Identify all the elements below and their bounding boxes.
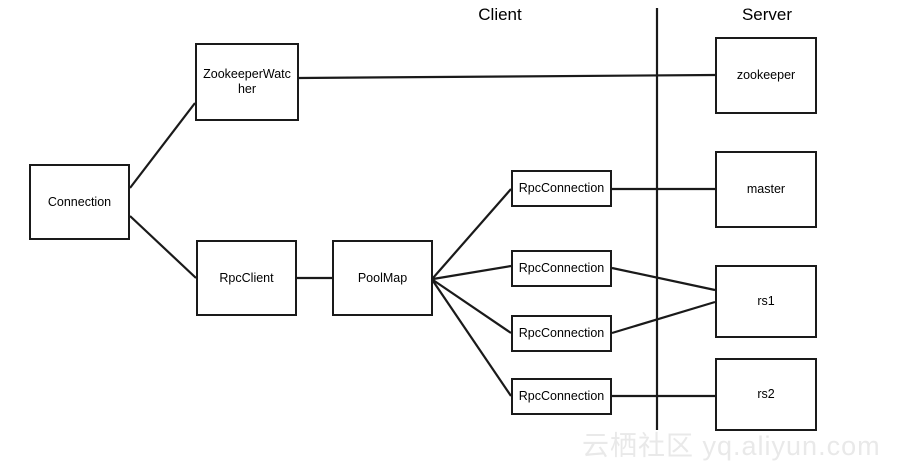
node-rpcconnection-4[interactable]: RpcConnection	[511, 378, 612, 415]
node-rpcconnection-1[interactable]: RpcConnection	[511, 170, 612, 207]
node-poolmap-label: PoolMap	[357, 270, 408, 285]
node-rpcconnection-3[interactable]: RpcConnection	[511, 315, 612, 352]
edge-poolmap-to-rpcconnection-1	[432, 188, 512, 279]
node-rs2-label: rs2	[757, 387, 775, 401]
node-rpcconnection-2[interactable]: RpcConnection	[511, 250, 612, 287]
edge-connection-to-zookeeperwatcher	[129, 102, 196, 189]
node-rs1-label: rs1	[757, 294, 775, 308]
edge-rpcconnection-2-to-rs1	[611, 266, 716, 292]
node-zookeeper[interactable]: zookeeper	[715, 37, 817, 114]
node-rpcconnection-3-label: RpcConnection	[518, 326, 605, 340]
node-zookeeperwatcher[interactable]: ZookeeperWatcher	[195, 43, 299, 121]
node-zookeeperwatcher-label: ZookeeperWatcher	[203, 67, 291, 96]
node-master[interactable]: master	[715, 151, 817, 228]
node-rpcconnection-2-label: RpcConnection	[518, 261, 605, 275]
edge-poolmap-to-rpcconnection-2	[432, 264, 512, 281]
edge-zookeeperwatcher-to-zookeeper	[298, 73, 716, 80]
edge-connection-to-rpcclient	[129, 215, 197, 279]
node-rpcclient-label: RpcClient	[219, 270, 274, 285]
node-master-label: master	[746, 182, 786, 196]
node-rpcclient[interactable]: RpcClient	[196, 240, 297, 316]
node-poolmap[interactable]: PoolMap	[332, 240, 433, 316]
edge-poolmap-to-rpcconnection-3	[432, 279, 512, 334]
edge-poolmap-to-rpcconnection-4	[432, 280, 512, 397]
node-rs1[interactable]: rs1	[715, 265, 817, 338]
zone-label-client: Client	[478, 5, 522, 24]
node-zookeeper-label: zookeeper	[736, 68, 796, 82]
node-rpcconnection-1-label: RpcConnection	[518, 181, 605, 195]
watermark-text: 云栖社区 yq.aliyun.com	[582, 431, 881, 461]
node-rpcconnection-4-label: RpcConnection	[518, 389, 605, 403]
zone-label-server: Server	[741, 5, 793, 24]
node-rs2[interactable]: rs2	[715, 358, 817, 431]
edge-rpcconnection-3-to-rs1	[611, 300, 716, 335]
node-connection[interactable]: Connection	[29, 164, 130, 240]
node-connection-label: Connection	[47, 194, 112, 209]
